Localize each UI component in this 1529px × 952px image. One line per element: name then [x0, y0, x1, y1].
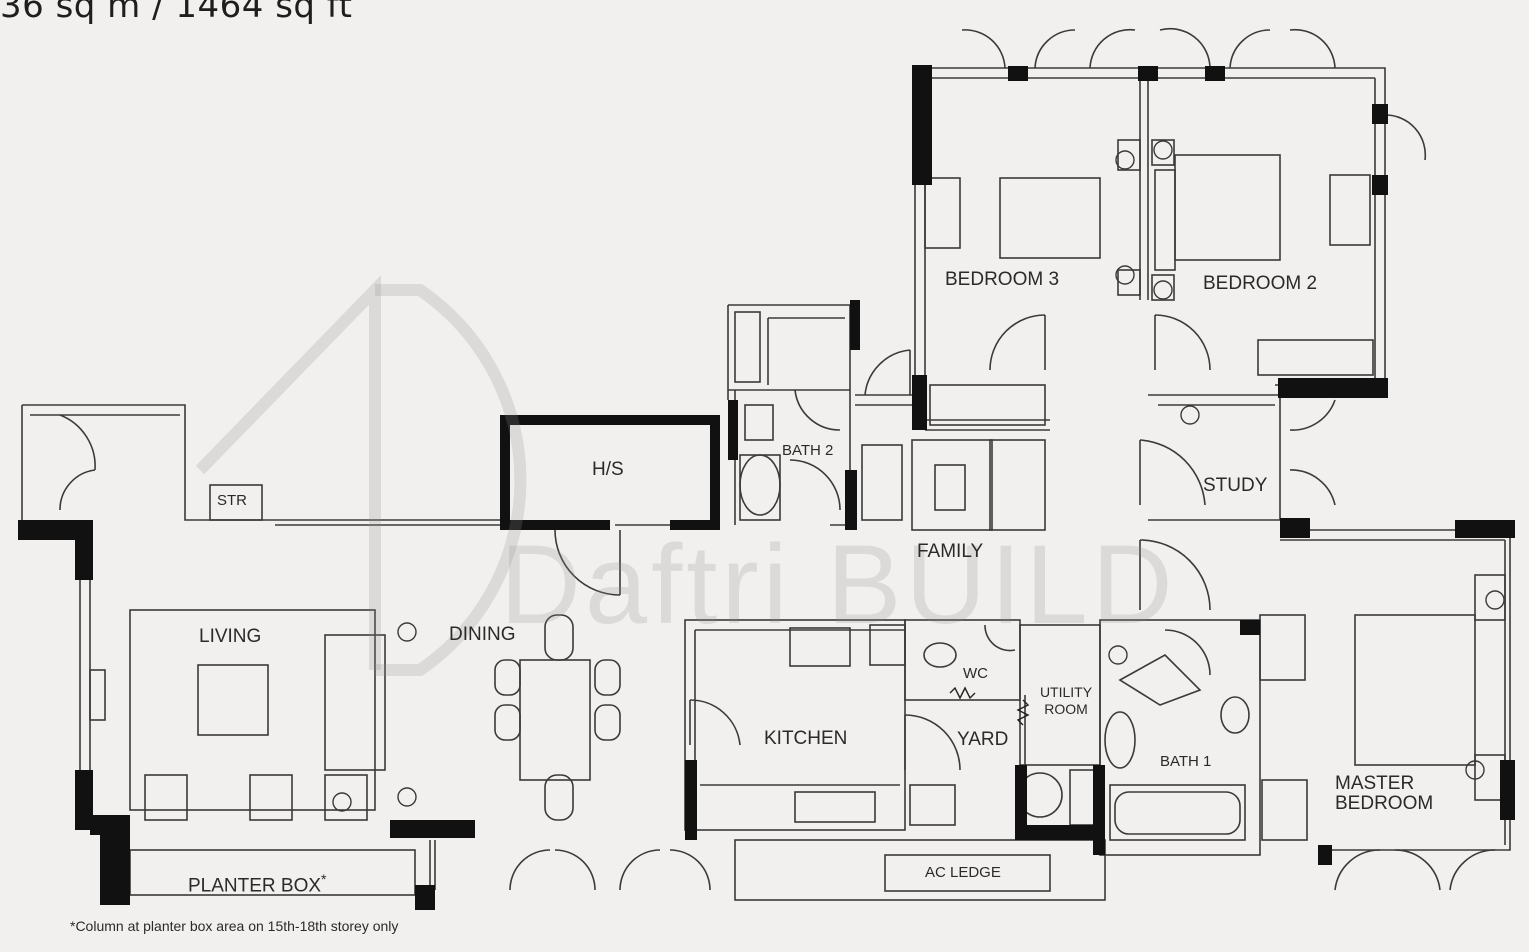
footnote: *Column at planter box area on 15th-18th…	[70, 918, 399, 934]
room-label-planter-text: PLANTER BOX	[188, 875, 322, 897]
room-label-ac-ledge: AC LEDGE	[925, 864, 1001, 881]
unit-area-text: 36 sq m / 1464 sq ft	[0, 0, 353, 26]
room-label-wc: WC	[963, 665, 988, 682]
watermark-mark	[195, 275, 527, 676]
room-label-bath-1: BATH 1	[1160, 753, 1212, 770]
room-label-master-bedroom: MASTER BEDROOM	[1335, 774, 1433, 814]
room-label-master-line2: BEDROOM	[1335, 792, 1434, 814]
room-label-planter-mark: *	[321, 871, 327, 887]
room-label-living: LIVING	[199, 626, 262, 647]
room-label-utility-line2: ROOM	[1044, 701, 1088, 717]
room-label-yard: YARD	[957, 729, 1009, 750]
room-label-bath-2: BATH 2	[782, 442, 834, 459]
room-label-utility-line1: UTILITY	[1039, 684, 1093, 700]
bedroom-wing-outline	[915, 67, 1386, 396]
room-label-family: FAMILY	[917, 541, 984, 562]
room-label-planter-box: PLANTER BOX*	[188, 872, 327, 895]
room-label-bedroom-3: BEDROOM 3	[945, 269, 1060, 290]
room-label-utility: UTILITY ROOM	[1036, 685, 1096, 716]
room-label-store: STR	[217, 492, 247, 509]
room-label-bedroom-2: BEDROOM 2	[1203, 273, 1318, 294]
room-label-study: STUDY	[1203, 475, 1268, 496]
room-label-kitchen: KITCHEN	[764, 728, 848, 749]
room-label-hs: H/S	[592, 459, 624, 480]
room-label-master-line1: MASTER	[1335, 773, 1415, 794]
room-label-dining: DINING	[449, 624, 516, 645]
